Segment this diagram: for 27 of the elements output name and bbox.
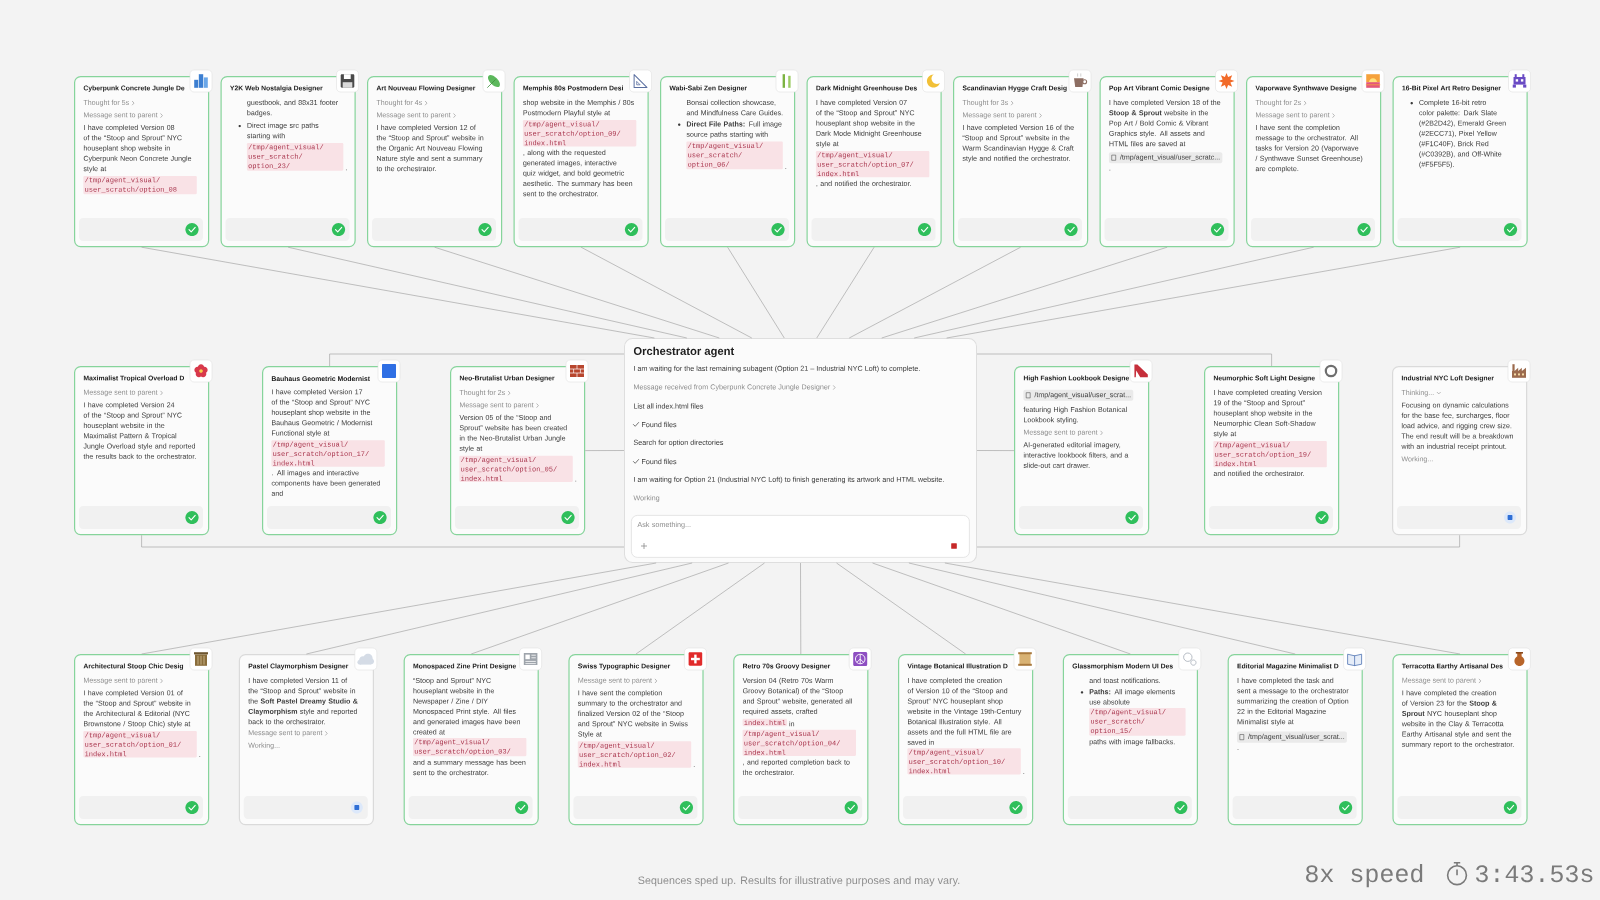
connector-line <box>584 450 625 451</box>
connector-line <box>976 353 1272 367</box>
connector-line <box>727 246 785 339</box>
connector-line <box>141 534 625 548</box>
connector-line <box>881 246 1168 339</box>
connector-line <box>580 246 753 339</box>
timer-label: 3:43.53s <box>1476 865 1593 883</box>
connector-line <box>976 534 1460 548</box>
connector-line <box>635 562 765 655</box>
connector-line <box>946 246 1461 339</box>
connector-line <box>434 246 720 339</box>
connector-line <box>976 450 1015 451</box>
connector-line <box>872 562 1131 655</box>
speed-label: 8x speed <box>1306 863 1423 888</box>
connector-line <box>913 246 1314 339</box>
connector-line <box>908 562 1296 655</box>
connector-line <box>848 246 1021 339</box>
connector-line <box>141 562 657 655</box>
connector-line <box>306 562 693 655</box>
connector-line <box>816 246 875 339</box>
connector-line <box>800 562 802 655</box>
connector-line <box>329 353 625 367</box>
connector-line <box>836 562 966 655</box>
connector-line <box>944 562 1461 655</box>
connector-line <box>470 562 729 655</box>
connector-line <box>287 246 688 339</box>
connector-line <box>141 246 655 339</box>
